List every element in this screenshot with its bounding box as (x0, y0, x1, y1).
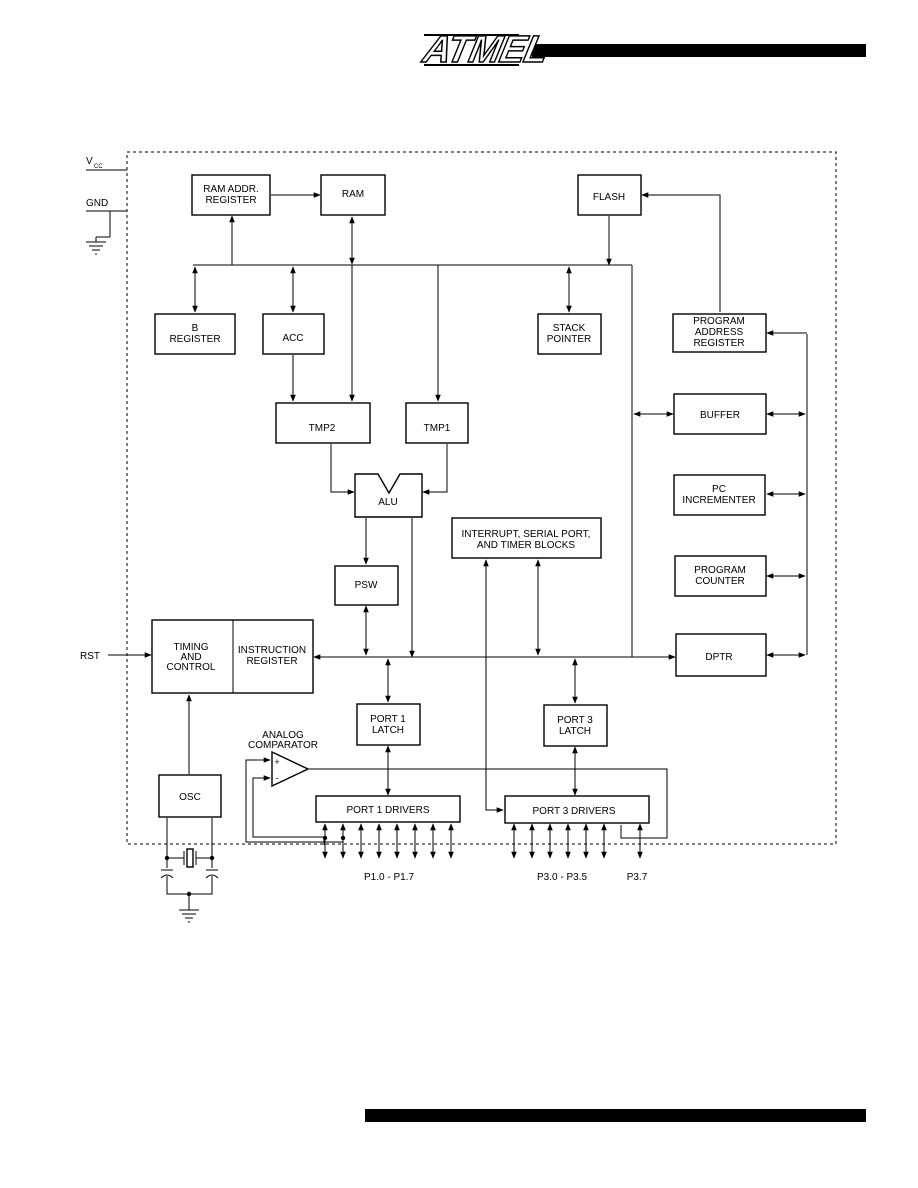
program-counter-block (674, 555, 767, 597)
ground-icon (86, 241, 106, 255)
header-bar (532, 44, 866, 57)
p37-label: P3.7 (627, 872, 648, 883)
port3-drivers-block (504, 795, 650, 824)
alu-block (354, 473, 423, 518)
port1-pins (322, 823, 454, 859)
tmp2-block (275, 402, 371, 444)
flash-block (577, 174, 642, 216)
buffer-block (673, 393, 767, 435)
interrupt-serial-timer-block (451, 517, 602, 559)
crystal-circuit (160, 818, 219, 923)
b-register-block (154, 313, 236, 355)
port3-drivers-label: PORT 3 DRIVERS (533, 806, 616, 817)
tmp2-label: TMP2 (309, 423, 336, 434)
comparator-symbol (271, 750, 310, 788)
gnd-label: GND (86, 198, 108, 209)
acc-label: ACC (282, 333, 303, 344)
osc-label: OSC (179, 792, 201, 803)
chip-boundary (126, 151, 837, 845)
interrupt-label: INTERRUPT, SERIAL PORT,AND TIMER BLOCKS (462, 529, 591, 551)
rst-label: RST (80, 651, 100, 662)
tmp1-label: TMP1 (424, 423, 451, 434)
pc-incrementer-block (673, 474, 766, 516)
buffer-label: BUFFER (700, 410, 740, 421)
vcc-subscript: CC (94, 164, 103, 170)
port3-pins (511, 823, 643, 859)
footer-bar (365, 1109, 866, 1122)
stack-pointer-block (537, 313, 602, 355)
dptr-block (675, 633, 767, 677)
acc-block (262, 313, 325, 355)
p3-label: P3.0 - P3.5 (537, 872, 587, 883)
alu-label: ALU (378, 497, 397, 508)
ram-block (320, 174, 386, 216)
vcc-label: V (86, 156, 93, 167)
port3-latch-block (543, 704, 608, 747)
psw-label: PSW (355, 580, 378, 591)
tmp1-block (405, 402, 469, 444)
osc-block (158, 774, 222, 818)
dptr-label: DPTR (705, 652, 732, 663)
flash-label: FLASH (593, 192, 625, 203)
svg-text:-: - (276, 773, 279, 783)
ram-addr-register-block (191, 174, 271, 216)
port1-drivers-block (315, 795, 461, 823)
p1-label: P1.0 - P1.7 (364, 872, 414, 883)
svg-text:+: + (274, 757, 279, 767)
ram-label: RAM (342, 189, 364, 200)
ram-addr-label: RAM ADDR.REGISTER (203, 184, 259, 206)
atmel-logo: ATMEL (419, 28, 552, 72)
psw-block (334, 565, 399, 606)
port1-drivers-label: PORT 1 DRIVERS (347, 805, 430, 816)
program-address-register-block (672, 313, 767, 353)
port1-latch-block (356, 703, 421, 746)
